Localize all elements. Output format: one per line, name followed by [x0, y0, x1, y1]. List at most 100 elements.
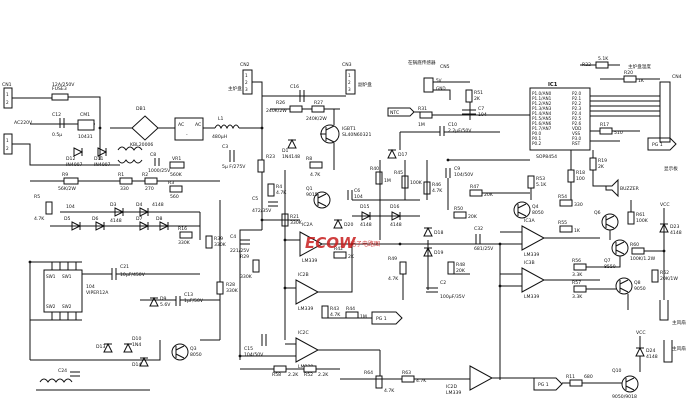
svg-text:R31: R31: [418, 106, 427, 112]
resistor-r17: R17 510: [599, 122, 623, 136]
svg-text:2: 2: [6, 146, 9, 151]
mcu-ic1: IC1 SOP8454 P1.0/AN0 P1.1/AN1 P1.2/AN2 P…: [529, 82, 591, 160]
svg-text:CM1: CM1: [80, 112, 90, 118]
svg-text:SL40N60321: SL40N60321: [342, 132, 371, 138]
svg-text:R63: R63: [402, 370, 411, 376]
svg-text:4148: 4148: [152, 202, 164, 208]
capacitor-c5: C5 472/35V: [252, 196, 278, 214]
svg-text:P2.2: P2.2: [572, 101, 582, 106]
capacitor-c3: C3 5μ F/275V: [222, 144, 246, 170]
svg-text:P2.3: P2.3: [572, 106, 582, 111]
svg-text:副炉盘: 副炉盘: [358, 81, 372, 88]
resistor-r5: R5 4.7K: [34, 194, 53, 222]
resistor-r64: R64 4.7K: [364, 370, 395, 394]
svg-text:LM339: LM339: [446, 390, 461, 396]
capacitor-c13: C13 1μF/50V: [175, 292, 204, 306]
svg-text:P1.3/AN3: P1.3/AN3: [532, 106, 552, 111]
svg-text:IN4007: IN4007: [94, 162, 111, 168]
resistor-r2: R2 270: [142, 172, 158, 192]
svg-text:在锅底传感器: 在锅底传感器: [408, 59, 436, 66]
svg-text:270: 270: [145, 186, 154, 192]
svg-text:3.3K: 3.3K: [572, 294, 583, 300]
tag-pg1-right: PG 1: [647, 137, 677, 151]
svg-text:D8: D8: [156, 216, 163, 222]
svg-text:4.7K: 4.7K: [388, 276, 399, 282]
resistor-r16: R16 330K: [178, 226, 193, 246]
svg-text:P2.5: P2.5: [572, 116, 582, 121]
svg-text:DB1: DB1: [136, 106, 146, 112]
diode-d10: D10 1N4: [123, 336, 141, 353]
svg-text:IC1: IC1: [548, 82, 558, 88]
svg-text:R48: R48: [456, 262, 465, 268]
svg-text:IC2C: IC2C: [298, 330, 309, 336]
comparator-ic3a: IC3A LM339: [521, 218, 546, 258]
svg-text:100K/1.2W: 100K/1.2W: [630, 256, 656, 262]
capacitor-c9: C9 104/50V: [445, 166, 474, 178]
svg-text:4148: 4148: [670, 230, 682, 236]
svg-text:104: 104: [86, 284, 95, 290]
svg-text:C24: C24: [58, 368, 67, 374]
svg-text:D1: D1: [282, 148, 289, 154]
resistor-r51: R51 2K: [465, 89, 483, 103]
resistor-r55: R55 1K: [558, 220, 581, 234]
svg-text:P2.4: P2.4: [572, 111, 582, 116]
svg-text:104/50V: 104/50V: [244, 352, 264, 358]
ic-u2-viper12a: SW1 SW1 SW2 SW2 104 VIPER12A: [43, 262, 109, 320]
cn1-label: CN1: [2, 82, 12, 88]
svg-text:Q3: Q3: [190, 346, 197, 352]
svg-text:330: 330: [120, 186, 129, 192]
svg-text:2K: 2K: [348, 254, 355, 260]
svg-text:R17: R17: [600, 122, 609, 128]
svg-text:R28: R28: [226, 282, 235, 288]
svg-text:R16: R16: [178, 226, 187, 232]
svg-text:D7: D7: [136, 216, 143, 222]
resistor-r23: R23: [257, 154, 275, 173]
diode-d9: D9 5.6V: [149, 296, 171, 308]
svg-text:R18: R18: [576, 170, 585, 176]
svg-text:P1.7/AN7: P1.7/AN7: [532, 126, 552, 131]
svg-text:P1.1/AN1: P1.1/AN1: [532, 96, 552, 101]
svg-text:8050: 8050: [532, 210, 544, 216]
svg-text:R44: R44: [346, 306, 355, 312]
svg-text:4148: 4148: [646, 354, 658, 360]
comparator-ic2b: IC2B LM339: [295, 272, 320, 312]
tag-pg1-mid: PG 1: [371, 311, 403, 325]
svg-text:D16: D16: [390, 204, 399, 210]
svg-text:20K/1W: 20K/1W: [660, 276, 678, 282]
svg-text:D6: D6: [92, 216, 99, 222]
svg-text:R40: R40: [370, 166, 379, 172]
svg-text:1: 1: [6, 92, 9, 97]
svg-text:D9: D9: [160, 296, 167, 302]
svg-text:AC: AC: [178, 122, 184, 128]
svg-text:R20: R20: [624, 70, 633, 76]
svg-text:5.1K: 5.1K: [536, 182, 547, 188]
transistor-q8: Q8 9050: [615, 277, 646, 295]
svg-text:D20: D20: [344, 222, 353, 228]
svg-text:R55: R55: [558, 220, 567, 226]
tag-pg1-bottom: PG 1: [533, 377, 563, 391]
svg-text:C15: C15: [244, 346, 253, 352]
svg-text:SW2: SW2: [62, 304, 72, 309]
ac220v-label: AC220V: [14, 120, 33, 126]
svg-text:D23: D23: [670, 224, 679, 230]
svg-text:9050: 9050: [634, 286, 646, 292]
svg-text:2K: 2K: [474, 96, 481, 102]
transistor-q10: Q10 9050/9018: [612, 368, 639, 400]
svg-text:5μ F/275V: 5μ F/275V: [222, 164, 246, 170]
svg-text:R49: R49: [388, 256, 397, 262]
svg-text:330: 330: [574, 202, 583, 208]
svg-text:R39: R39: [214, 236, 223, 242]
svg-text:1: 1: [348, 73, 351, 78]
svg-text:5.6V: 5.6V: [160, 302, 171, 308]
svg-text:680: 680: [584, 374, 593, 380]
svg-text:IGBT1: IGBT1: [342, 126, 356, 132]
svg-text:100: 100: [576, 176, 585, 182]
fan-connector: 主风扇: [659, 300, 686, 326]
svg-text:P2.0: P2.0: [572, 91, 582, 96]
svg-text:VIPER12A: VIPER12A: [86, 290, 109, 296]
svg-text:VR1: VR1: [172, 156, 181, 162]
svg-text:C16: C16: [290, 84, 299, 90]
svg-text:C3: C3: [222, 144, 228, 150]
svg-text:R52: R52: [304, 372, 313, 378]
